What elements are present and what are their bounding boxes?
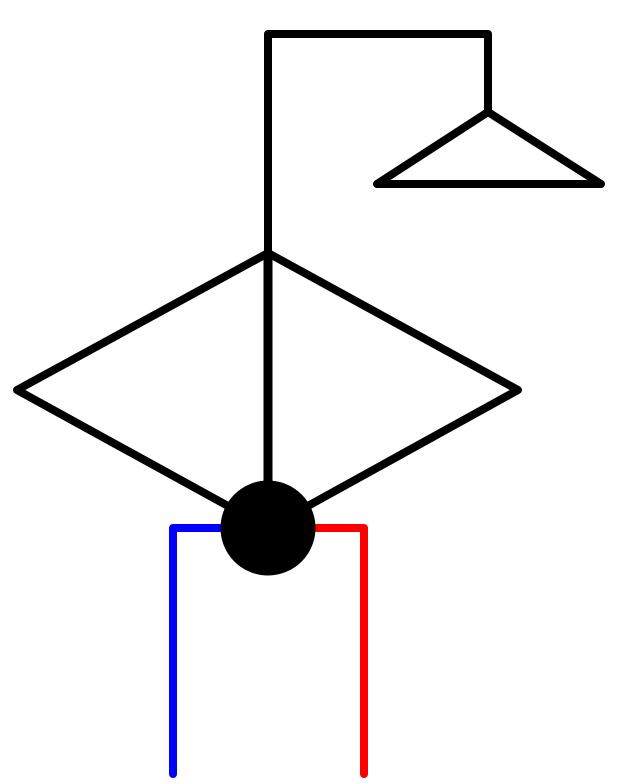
hot-water-supply (306, 524, 368, 778)
cold-water-supply (169, 524, 230, 778)
riser-pipe (264, 30, 492, 257)
mixer-valve (220, 480, 316, 576)
shower-head (373, 108, 605, 188)
